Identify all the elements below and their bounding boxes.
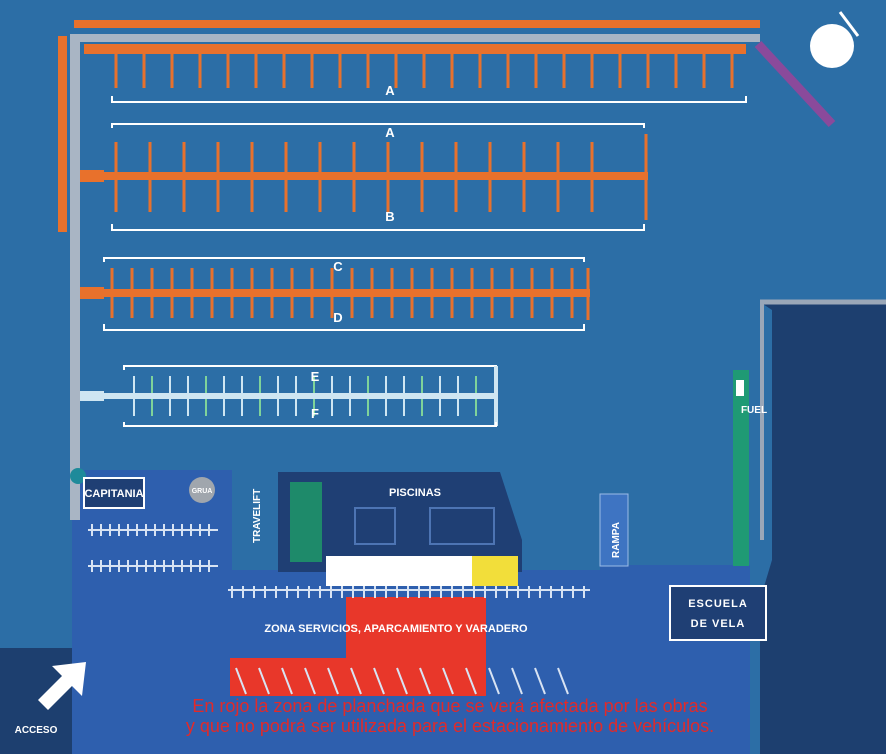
parking-diagonal-stalls: [235, 667, 569, 695]
sailing-school-building: [669, 585, 767, 641]
pier-a-fingers: [114, 54, 734, 88]
caption-line-1: En rojo la zona de planchada que se verá…: [192, 696, 708, 716]
parking-stall: [442, 667, 454, 695]
parking-capitania-stalls: [91, 524, 210, 572]
compass-icon: [810, 24, 854, 68]
pier-cd-fingers: [110, 268, 590, 320]
fuel-label: FUEL: [741, 405, 767, 416]
caption: En rojo la zona de planchada que se verá…: [80, 696, 820, 736]
access-label: ACCESO: [15, 725, 58, 736]
parking-stall: [258, 667, 270, 695]
compass-needle: [838, 11, 860, 37]
pier-label-e: E: [311, 369, 320, 384]
capitania-building: [83, 477, 145, 509]
pier-a-bracket: [111, 96, 747, 103]
pier-label-a: A: [385, 125, 395, 140]
pool-outline-2: [429, 507, 495, 545]
pier-ef-bracket-bottom: [123, 422, 497, 427]
pier-ab-bracket-top: [111, 123, 645, 128]
pier-ab-fingers: [114, 134, 648, 220]
north-east-jetty: [754, 40, 836, 128]
sailing-school-label-2: DE VELA: [691, 618, 746, 630]
pier-ef-head: [80, 391, 104, 401]
quay-marker: [70, 468, 86, 484]
crane: [189, 477, 215, 503]
breakwater-east: [760, 302, 886, 754]
service-building-yellow: [472, 556, 518, 586]
travelift-label: TRAVELIFT: [252, 489, 263, 543]
pier-cd-bracket-top: [103, 257, 585, 262]
pier-a-top: [84, 44, 746, 54]
pier-cd-head: [80, 287, 104, 299]
parking-stall: [465, 667, 477, 695]
parking-stall: [281, 667, 293, 695]
parking-stall: [488, 667, 500, 695]
pier-ef-end: [494, 366, 498, 426]
west-quay-red: [58, 36, 67, 232]
pier-label-c: C: [333, 259, 343, 274]
pier-label-f: F: [311, 406, 319, 421]
pier-label-d: D: [333, 310, 342, 325]
caption-line-2: y que no podrá ser utilizada para el est…: [185, 716, 715, 736]
pier-ef-spine: [82, 393, 496, 399]
parking-row-stalls: [231, 586, 585, 598]
ramp-label: RAMPA: [611, 522, 622, 558]
parking-stall: [396, 667, 408, 695]
north-quay-red: [74, 20, 760, 28]
access-arrow-icon: [38, 662, 86, 710]
parking-stall: [373, 667, 385, 695]
parking-stall: [419, 667, 431, 695]
pool-building: [278, 472, 522, 572]
service-building-white: [326, 556, 474, 586]
pool-outline-1: [354, 507, 396, 545]
crane-label: GRUA: [192, 488, 213, 495]
pier-cd-spine: [82, 289, 590, 297]
parking-stall: [534, 667, 546, 695]
pool-green: [290, 482, 322, 562]
parking-stall: [327, 667, 339, 695]
pier-label-a-top: A: [385, 83, 395, 98]
parking-stall: [304, 667, 316, 695]
zone-label: ZONA SERVICIOS, APARCAMIENTO Y VARADERO: [264, 623, 528, 635]
pier-label-b: B: [385, 209, 394, 224]
ramp: [599, 493, 629, 567]
pier-ef-fingers: [133, 376, 477, 416]
parking-stall: [511, 667, 523, 695]
pier-ab-spine: [82, 172, 648, 180]
breakwater-southwest: [0, 648, 72, 754]
parking-stall: [235, 667, 247, 695]
fuel-marker: [736, 380, 744, 396]
pier-ab-head: [80, 170, 104, 182]
north-quay: [70, 34, 760, 42]
parking-stall: [557, 667, 569, 695]
pier-cd-bracket-bottom: [103, 324, 585, 331]
parking-stall: [350, 667, 362, 695]
fuel-dock: [733, 370, 749, 566]
pool-label: PISCINAS: [389, 487, 441, 499]
sailing-school-label-1: ESCUELA: [688, 598, 748, 610]
capitania-label: CAPITANIA: [84, 488, 143, 500]
pier-ab-bracket-bottom: [111, 224, 645, 231]
west-quay: [70, 38, 80, 520]
